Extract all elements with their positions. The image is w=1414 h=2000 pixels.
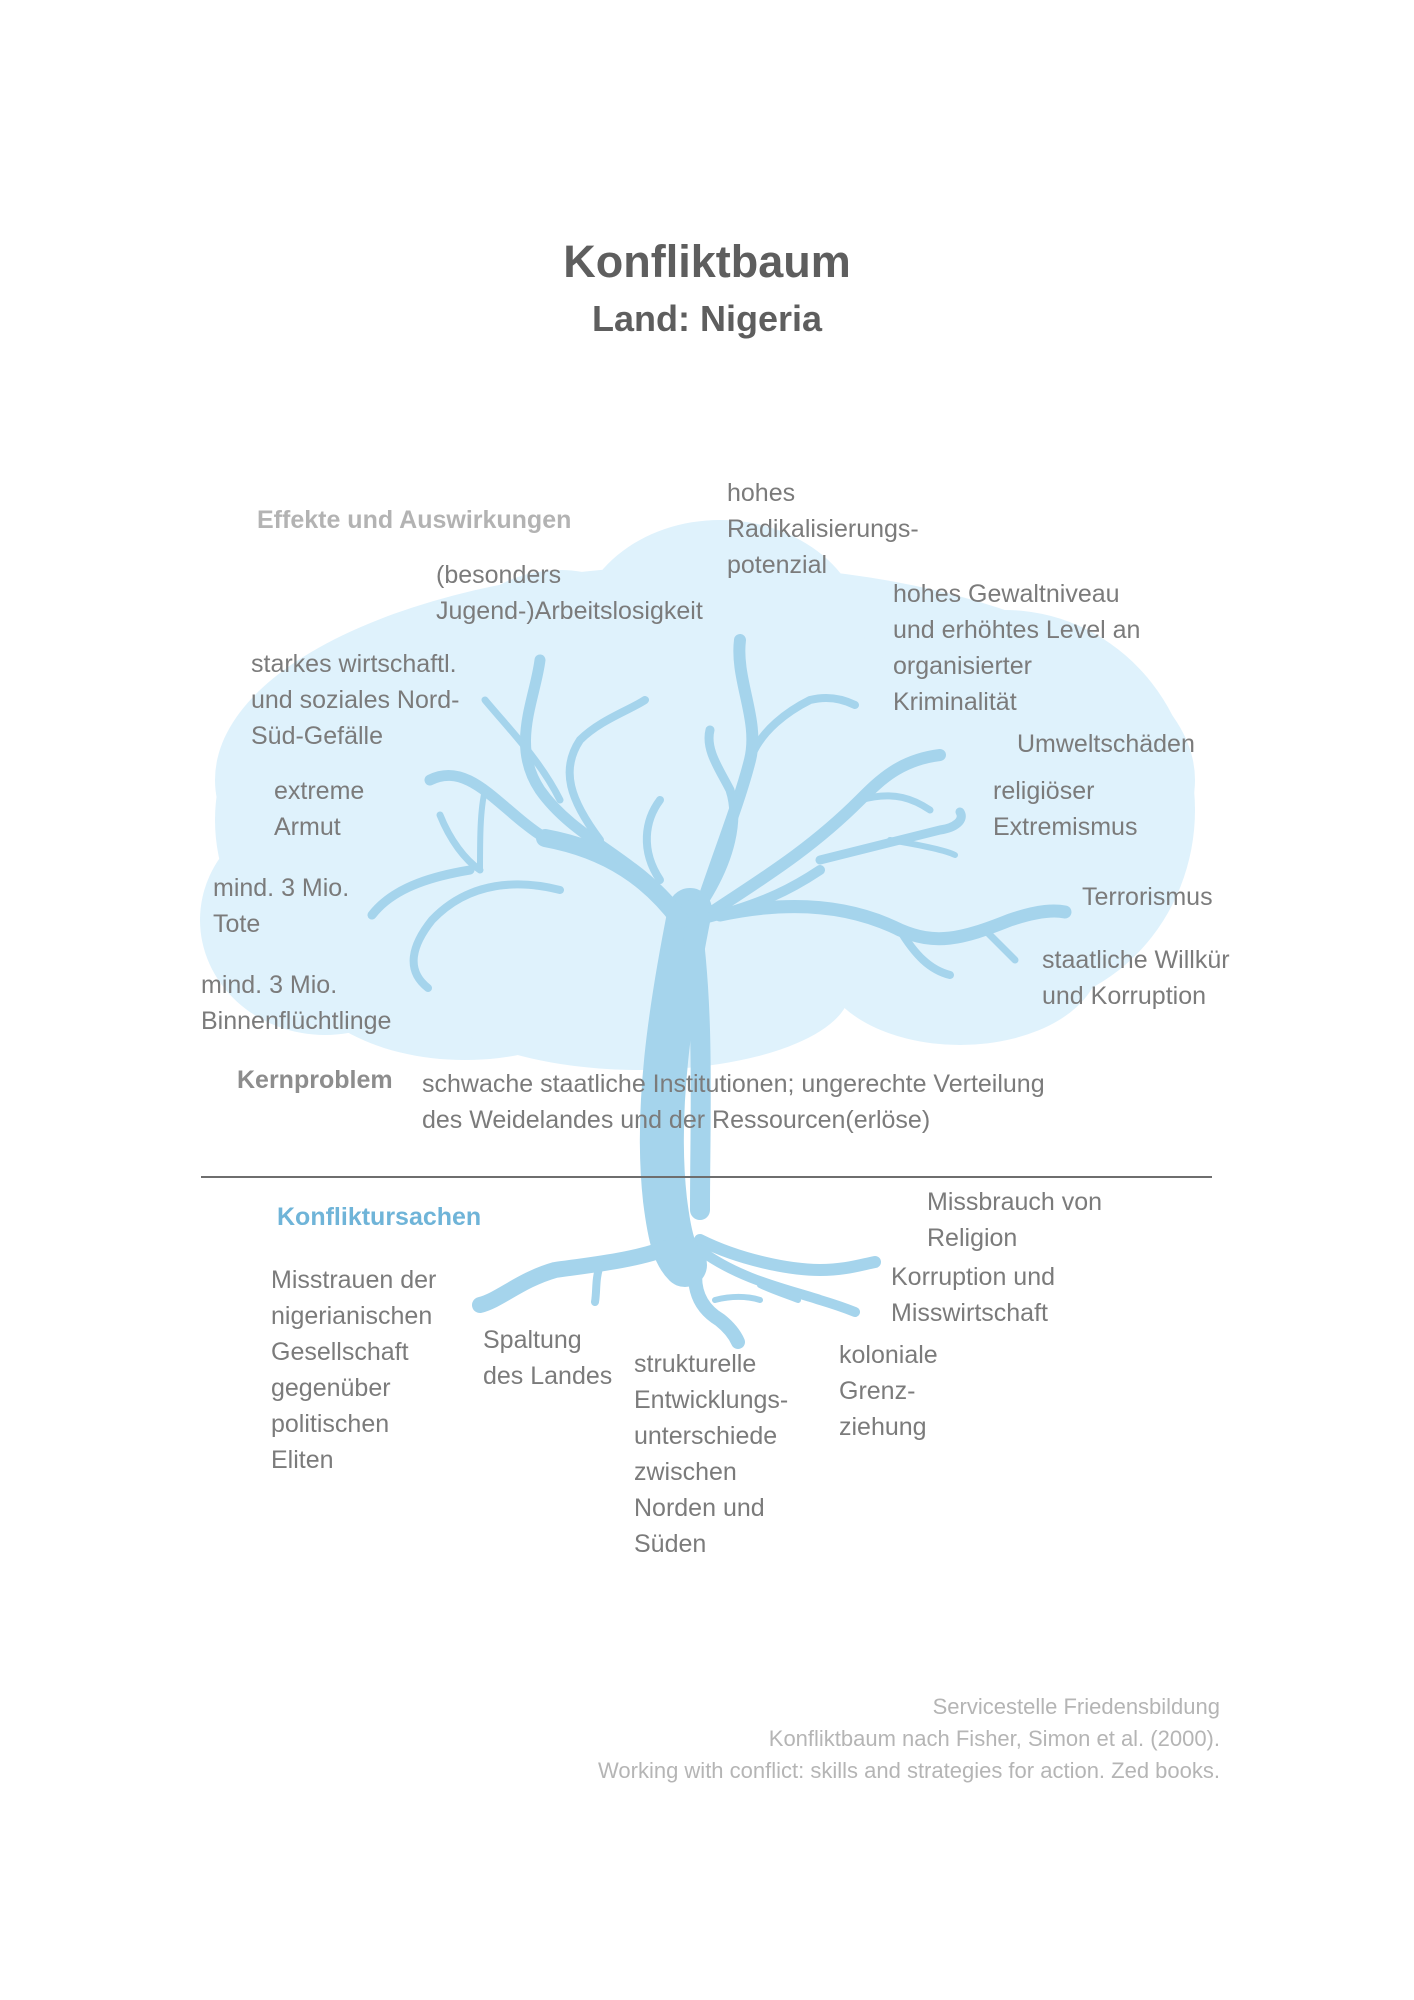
tree-trunk-and-branches — [367, 634, 1072, 1349]
credit-line-organization: Servicestelle Friedensbildung — [932, 1694, 1220, 1719]
effect-label-north-south-gap: starkes wirtschaftl. und soziales Nord- … — [251, 650, 460, 750]
cause-label-religion-abuse: Missbrauch von Religion — [927, 1188, 1103, 1252]
core-problem-text: schwache staatliche Institutionen; unger… — [422, 1070, 1045, 1134]
credit-line-source: Konfliktbaum nach Fisher, Simon et al. (… — [768, 1726, 1220, 1751]
causes-heading: Konfliktursachen — [277, 1203, 482, 1231]
cause-label-mistrust: Misstrauen der nigerianischen Gesellscha… — [271, 1266, 437, 1474]
cause-label-division: Spaltung des Landes — [483, 1326, 613, 1390]
core-problem-heading: Kernproblem — [237, 1066, 393, 1094]
effect-label-poverty: extreme Armut — [274, 777, 365, 841]
effect-label-deaths: mind. 3 Mio. Tote — [213, 874, 350, 938]
effect-label-radicalization: hohes Radikalisierungs- potenzial — [727, 479, 919, 579]
effect-label-violence: hohes Gewaltniveau und erhöhtes Level an… — [893, 580, 1141, 716]
page-title: Konfliktbaum — [563, 236, 851, 287]
effect-label-extremism: religiöser Extremismus — [993, 777, 1138, 841]
page-subtitle: Land: Nigeria — [591, 298, 823, 339]
credit-line-publication: Working with conflict: skills and strate… — [598, 1758, 1220, 1783]
cause-label-corruption: Korruption und Misswirtschaft — [891, 1263, 1056, 1327]
effect-label-displaced: mind. 3 Mio. Binnenflüchtlinge — [201, 971, 392, 1035]
ground-line-divider — [201, 1176, 1212, 1178]
cause-label-structural-differences: strukturelle Entwicklungs- unterschiede … — [634, 1350, 789, 1558]
effect-label-terrorism: Terrorismus — [1082, 883, 1213, 911]
effect-label-environment: Umweltschäden — [1017, 730, 1195, 758]
effect-label-unemployment: (besonders Jugend-)Arbeitslosigkeit — [436, 561, 703, 625]
cause-label-colonial-borders: koloniale Grenz- ziehung — [839, 1341, 938, 1441]
effect-label-arbitrariness: staatliche Willkür und Korruption — [1042, 946, 1230, 1010]
effects-heading: Effekte und Auswirkungen — [257, 506, 572, 534]
